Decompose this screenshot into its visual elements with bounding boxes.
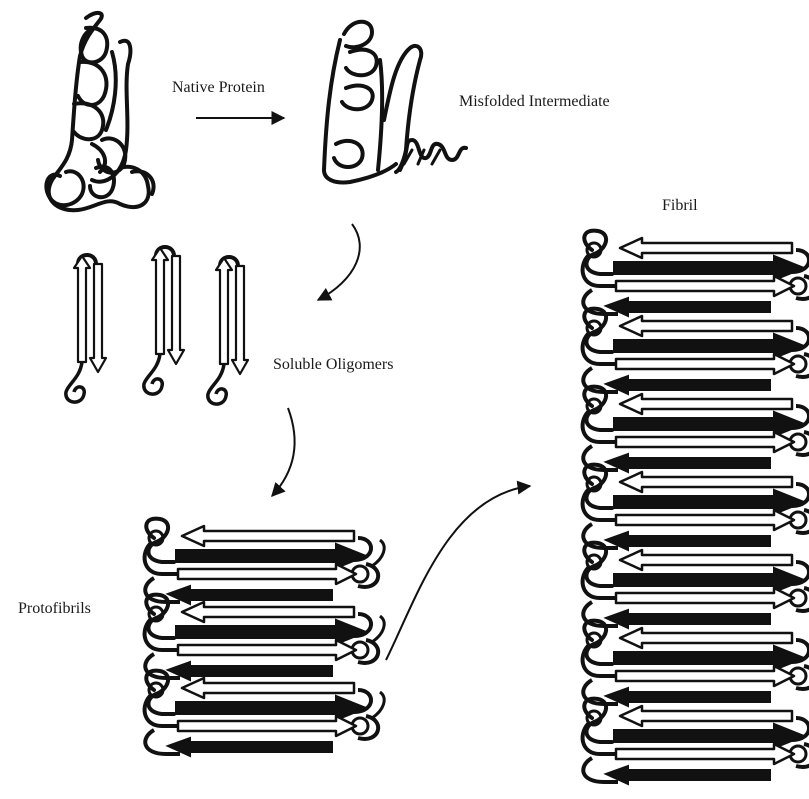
protofibrils-structure xyxy=(145,519,385,756)
arrow-misfolded-to-oligomers xyxy=(318,224,360,300)
soluble-oligomers-label: Soluble Oligomers xyxy=(273,357,393,373)
misfolded-intermediate-label: Misfolded Intermediate xyxy=(459,94,610,110)
arrow-protofibrils-to-fibril xyxy=(386,486,530,660)
fibril-label: Fibril xyxy=(662,198,698,214)
protofibrils-label: Protofibrils xyxy=(18,601,91,617)
soluble-oligomers-structure xyxy=(66,247,248,404)
fibril-structure xyxy=(583,231,809,784)
native-protein-structure xyxy=(46,13,153,210)
native-protein-label: Native Protein xyxy=(172,80,265,96)
misfolded-intermediate-structure xyxy=(324,22,466,183)
arrow-oligomers-to-protofibrils xyxy=(272,408,295,496)
